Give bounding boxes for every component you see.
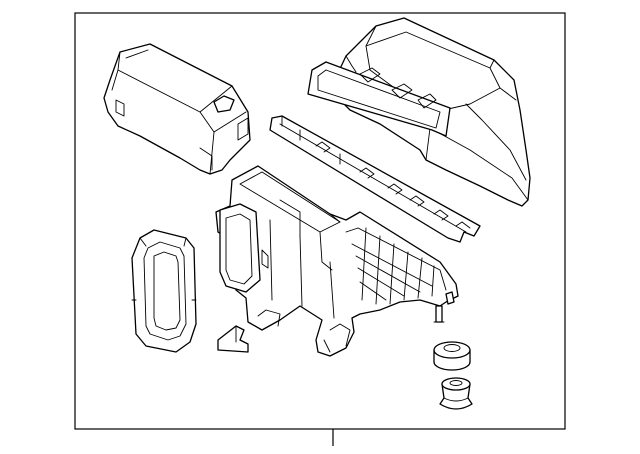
mounting-bushing[interactable] <box>439 377 473 410</box>
air-cleaner-cover[interactable] <box>103 43 251 175</box>
air-cleaner-housing[interactable] <box>215 165 459 357</box>
inlet-duct-seal[interactable] <box>131 229 197 353</box>
diagram-frame <box>74 12 566 430</box>
air-filter-element[interactable] <box>269 115 481 243</box>
intake-duct[interactable] <box>307 17 531 207</box>
rubber-grommet[interactable] <box>433 341 471 371</box>
bracket-clip[interactable] <box>217 325 249 353</box>
